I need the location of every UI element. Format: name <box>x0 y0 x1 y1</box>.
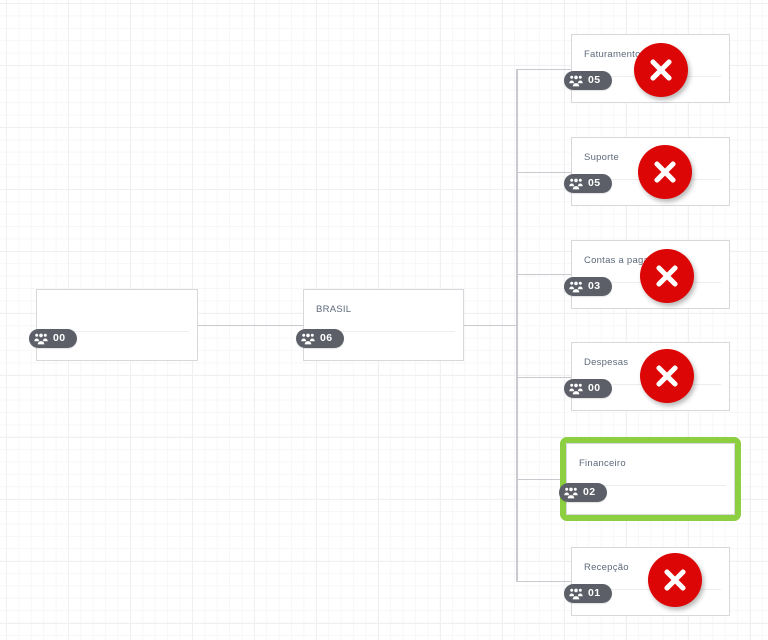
member-count-value: 05 <box>588 74 601 87</box>
node-card-brasil[interactable]: BRASIL 06 <box>296 289 464 361</box>
node-title: Contas a pagar <box>584 255 653 266</box>
member-count-badge[interactable]: 05 <box>564 71 612 90</box>
node-divider <box>575 485 726 486</box>
connector-branch-contas <box>517 274 572 275</box>
member-count-value: 06 <box>320 332 333 345</box>
group-icon <box>569 383 583 394</box>
member-count-value: 02 <box>583 486 596 499</box>
group-icon <box>301 333 315 344</box>
group-icon <box>569 588 583 599</box>
group-icon <box>569 281 583 292</box>
node-title: Despesas <box>584 357 629 368</box>
member-count-badge[interactable]: 03 <box>564 277 612 296</box>
connector-branch-financeiro <box>517 479 565 480</box>
member-count-badge[interactable]: 06 <box>296 329 344 348</box>
x-glyph-icon <box>650 59 672 81</box>
x-glyph-icon <box>656 265 678 287</box>
node-title: Suporte <box>584 152 620 163</box>
node-card-root[interactable]: 00 <box>29 289 198 361</box>
member-count-value: 00 <box>588 382 601 395</box>
connector-brasil-to-trunk <box>464 325 518 326</box>
member-count-value: 05 <box>588 177 601 190</box>
group-icon <box>569 178 583 189</box>
connector-trunk <box>516 69 518 582</box>
member-count-value: 00 <box>53 332 66 345</box>
node-divider <box>45 331 189 332</box>
group-icon <box>34 333 48 344</box>
member-count-value: 03 <box>588 280 601 293</box>
remove-node-button-suporte[interactable] <box>638 145 692 199</box>
remove-node-button-contas-a-pagar[interactable] <box>640 249 694 303</box>
connector-root-to-brasil <box>198 325 304 326</box>
member-count-badge[interactable]: 00 <box>564 379 612 398</box>
group-icon <box>564 487 578 498</box>
node-face: Financeiro 02 <box>559 443 735 515</box>
connector-branch-despesas <box>517 377 572 378</box>
x-glyph-icon <box>664 569 686 591</box>
member-count-value: 01 <box>588 587 601 600</box>
connector-branch-recepcao <box>517 581 572 582</box>
node-divider <box>312 331 455 332</box>
remove-node-button-recepcao[interactable] <box>648 553 702 607</box>
group-icon <box>569 75 583 86</box>
node-title: Financeiro <box>579 458 626 469</box>
member-count-badge[interactable]: 00 <box>29 329 77 348</box>
remove-node-button-despesas[interactable] <box>640 349 694 403</box>
x-glyph-icon <box>654 161 676 183</box>
node-title: Recepção <box>584 562 629 573</box>
connector-branch-suporte <box>517 172 572 173</box>
x-glyph-icon <box>656 365 678 387</box>
connector-branch-faturamento <box>517 69 572 70</box>
member-count-badge[interactable]: 05 <box>564 174 612 193</box>
node-title: BRASIL <box>316 304 352 315</box>
member-count-badge[interactable]: 02 <box>559 483 607 502</box>
remove-node-button-faturamento[interactable] <box>634 43 688 97</box>
member-count-badge[interactable]: 01 <box>564 584 612 603</box>
node-card-financeiro[interactable]: Financeiro 02 <box>559 437 741 521</box>
node-title: Faturamento <box>584 49 641 60</box>
